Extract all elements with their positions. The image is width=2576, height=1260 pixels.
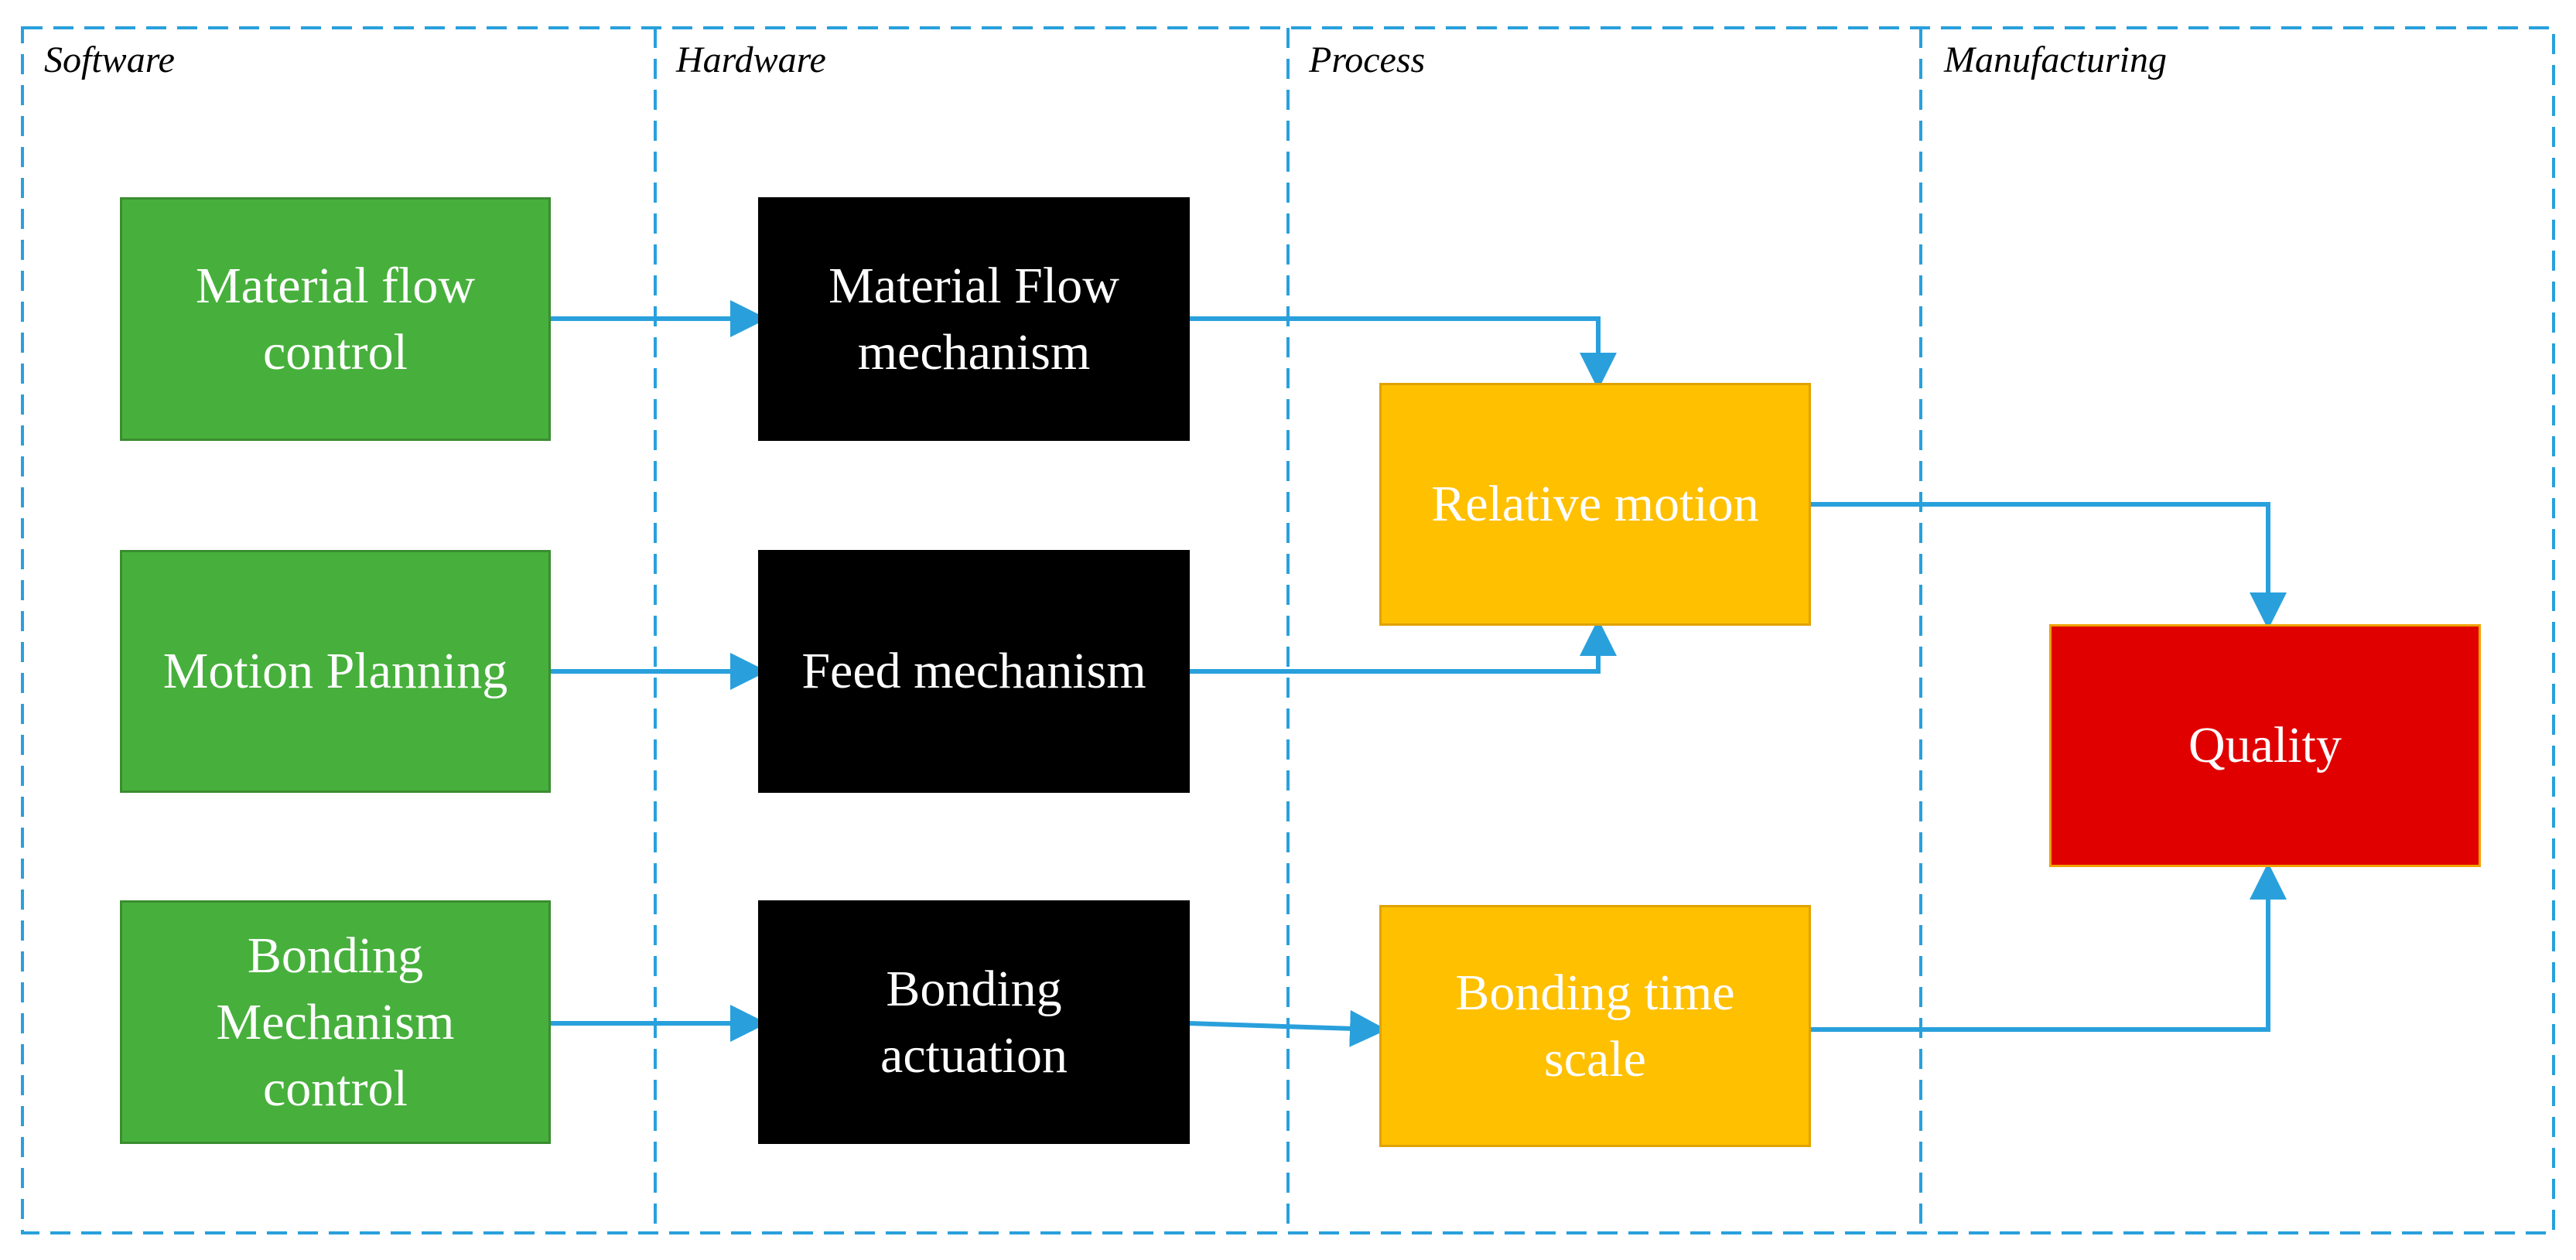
node-relative-motion: Relative motion xyxy=(1379,383,1811,626)
node-label: Material Flow mechanism xyxy=(828,257,1119,381)
arrow-bonding-actuation-to-bonding-time-scale xyxy=(1189,1009,1387,1047)
lane-label-manufacturing: Manufacturing xyxy=(1944,39,2167,80)
lane-label-hardware: Hardware xyxy=(676,39,826,80)
node-label: Quality xyxy=(2188,717,2342,773)
node-label: Material flow control xyxy=(195,257,476,381)
node-material-flow-mechanism: Material Flow mechanism xyxy=(758,197,1190,441)
arrow-feed-mechanism-to-relative-motion xyxy=(1190,619,1617,674)
arrow-relative-motion-to-quality xyxy=(1811,502,2287,630)
node-motion-planning: Motion Planning xyxy=(120,550,551,793)
node-material-flow-control: Material flow control xyxy=(120,197,551,441)
node-feed-mechanism: Feed mechanism xyxy=(758,550,1190,793)
node-label: Bonding time scale xyxy=(1455,964,1735,1088)
node-bonding-actuation: Bonding actuation xyxy=(758,900,1190,1144)
node-label: Bonding actuation xyxy=(880,960,1068,1084)
node-label: Bonding Mechanism control xyxy=(216,927,455,1117)
lane-label-software: Software xyxy=(44,39,175,80)
lane-frame xyxy=(21,26,2555,1234)
node-bonding-mechanism-control: Bonding Mechanism control xyxy=(120,900,551,1144)
node-bonding-time-scale: Bonding time scale xyxy=(1379,905,1811,1147)
lane-label-process: Process xyxy=(1309,39,1426,80)
node-label: Relative motion xyxy=(1431,476,1759,532)
arrow-bonding-time-scale-to-quality xyxy=(1811,862,2287,1032)
node-quality: Quality xyxy=(2049,624,2481,867)
node-label: Feed mechanism xyxy=(801,643,1146,699)
arrow-material-flow-mechanism-to-relative-motion xyxy=(1190,316,1617,390)
node-label: Motion Planning xyxy=(162,643,508,699)
